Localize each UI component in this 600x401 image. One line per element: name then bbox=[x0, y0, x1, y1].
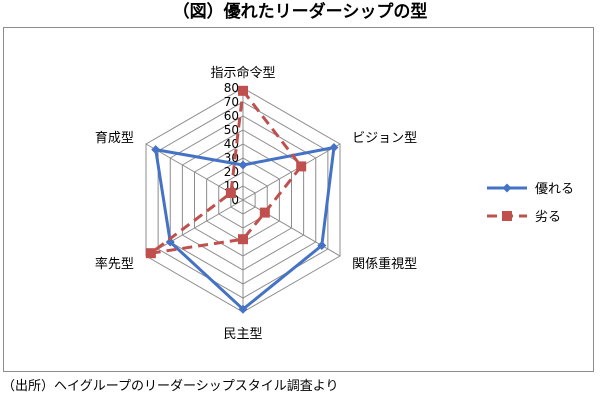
tick-label-0: 0 bbox=[231, 193, 239, 207]
series-0-point-2 bbox=[317, 241, 327, 250]
category-label-5: 育成型 bbox=[95, 130, 134, 146]
tick-label-50: 50 bbox=[224, 123, 239, 137]
legend-label-0: 優れる bbox=[535, 182, 574, 197]
source-note: （出所）ヘイグループのリーダーシップスタイル調査より bbox=[2, 379, 339, 394]
series-1-point-2 bbox=[259, 207, 270, 218]
legend-marker-0 bbox=[502, 183, 512, 193]
legend-marker-1 bbox=[502, 211, 512, 221]
series-0-point-3 bbox=[238, 304, 248, 314]
legend-label-1: 劣る bbox=[535, 210, 561, 225]
tick-label-40: 40 bbox=[224, 137, 239, 151]
series-1-point-1 bbox=[296, 161, 307, 172]
series-0-point-4 bbox=[165, 237, 175, 247]
category-label-4: 率先型 bbox=[95, 256, 134, 272]
series-1-point-3 bbox=[238, 234, 248, 245]
category-label-1: ビジョン型 bbox=[352, 131, 417, 146]
category-label-3: 民主型 bbox=[223, 327, 262, 342]
series-1-point-4 bbox=[145, 248, 156, 259]
series-0-point-5 bbox=[151, 145, 161, 155]
radar-chart: 01020304050607080指示命令型ビジョン型関係重視型民主型率先型育成… bbox=[95, 65, 574, 342]
series-1-point-5 bbox=[225, 188, 236, 198]
axis-spoke-1 bbox=[242, 143, 341, 201]
chart-title: （図）優れたリーダーシップの型 bbox=[172, 2, 428, 22]
category-label-0: 指示命令型 bbox=[210, 65, 275, 81]
category-label-2: 関係重視型 bbox=[352, 256, 417, 272]
series-0-point-1 bbox=[329, 143, 339, 152]
tick-label-60: 60 bbox=[224, 109, 239, 123]
tick-label-70: 70 bbox=[224, 95, 239, 109]
tick-label-20: 20 bbox=[224, 165, 239, 179]
series-1-point-0 bbox=[238, 85, 248, 96]
axis-spoke-4 bbox=[145, 199, 244, 257]
tick-label-80: 80 bbox=[224, 81, 239, 95]
series-0-point-0 bbox=[238, 160, 248, 170]
